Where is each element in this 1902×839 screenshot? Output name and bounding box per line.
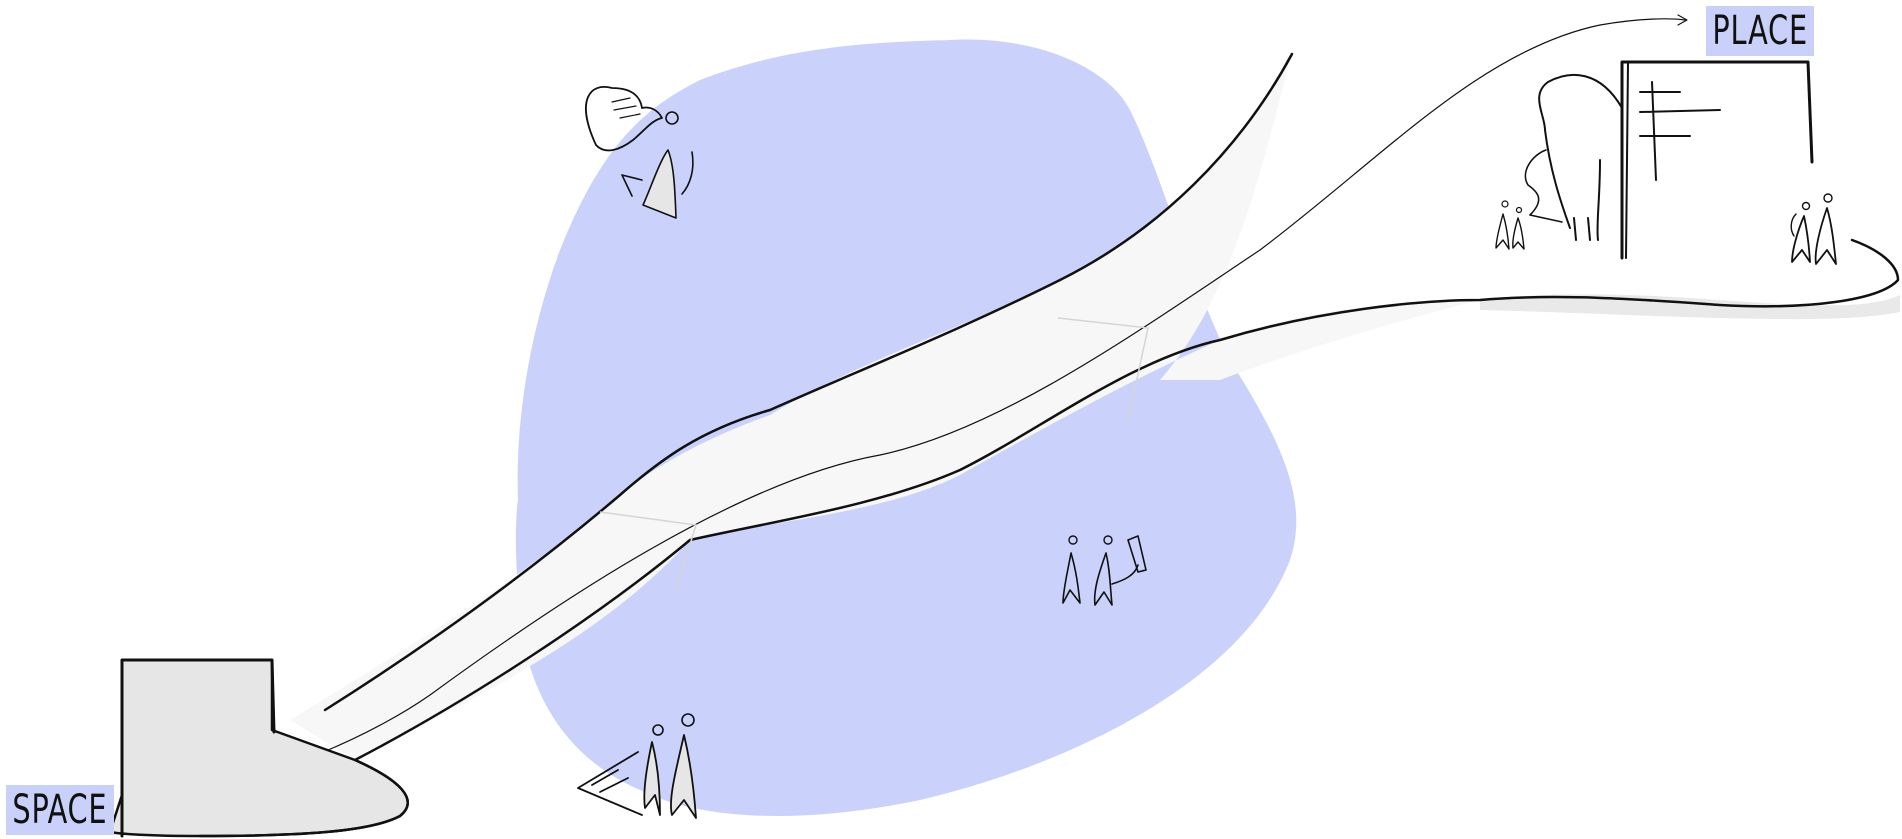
space-label: SPACE xyxy=(6,785,114,835)
place-label: PLACE xyxy=(1706,6,1814,56)
building-window-lines xyxy=(1626,62,1720,258)
person-head-icon xyxy=(1517,208,1522,213)
tree-outline-icon xyxy=(1539,75,1622,240)
person-arm-lines xyxy=(1791,214,1796,236)
person-head-icon xyxy=(1824,194,1832,202)
person-head-icon xyxy=(1803,203,1810,210)
group-figures-icon xyxy=(1792,208,1836,264)
speech-bubble-lines xyxy=(612,98,640,118)
person-head-icon xyxy=(1502,201,1508,207)
group-figures-icon xyxy=(1496,214,1524,249)
